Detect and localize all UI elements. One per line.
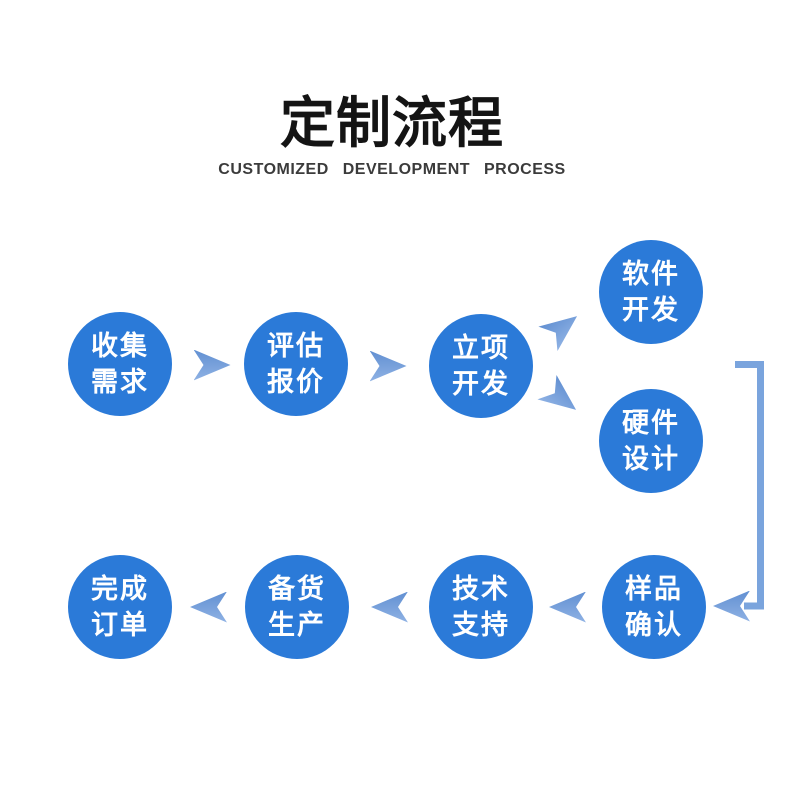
return-connector-line xyxy=(735,361,764,610)
node-sample-confirmation: 样品确认 xyxy=(602,555,706,659)
node-label-line2: 订单 xyxy=(91,610,149,640)
arrow-production-to-complete-icon xyxy=(190,592,227,623)
node-project-development: 立项开发 xyxy=(429,314,533,418)
node-label-line1: 完成 xyxy=(91,574,149,604)
node-collect-requirements: 收集需求 xyxy=(68,312,172,416)
arrow-project-to-hardware-icon xyxy=(537,374,585,421)
node-complete-order: 完成订单 xyxy=(68,555,172,659)
node-label-line1: 收集 xyxy=(91,331,149,361)
node-label-line2: 设计 xyxy=(622,444,680,474)
node-label-line2: 支持 xyxy=(452,610,510,640)
node-evaluate-quotation: 评估报价 xyxy=(244,312,348,416)
arrow-collect-to-evaluate-icon xyxy=(193,349,231,381)
arrow-line-to-sample-icon xyxy=(713,591,750,622)
node-label-line1: 样品 xyxy=(625,574,683,604)
node-label-line2: 确认 xyxy=(625,610,683,640)
page-subtitle: CUSTOMIZED DEVELOPMENT PROCESS xyxy=(218,161,566,179)
arrow-support-to-production-icon xyxy=(371,592,408,623)
node-label-line1: 技术 xyxy=(452,574,510,604)
arrow-evaluate-to-project-icon xyxy=(369,350,407,382)
node-stock-production: 备货生产 xyxy=(245,555,349,659)
node-label-line1: 立项 xyxy=(452,333,510,363)
node-label-line2: 开发 xyxy=(622,295,680,325)
node-label-line1: 备货 xyxy=(268,574,326,604)
node-label-line2: 生产 xyxy=(268,610,326,640)
node-label-line1: 评估 xyxy=(267,331,325,361)
page-title: 定制流程 xyxy=(279,92,504,154)
node-label-line2: 开发 xyxy=(452,369,510,399)
node-label-line1: 软件 xyxy=(622,259,680,289)
node-software-development: 软件开发 xyxy=(599,240,703,344)
header: 定制流程 CUSTOMIZED DEVELOPMENT PROCESS xyxy=(0,92,784,179)
arrow-project-to-software-icon xyxy=(538,303,586,350)
node-label-line2: 需求 xyxy=(91,367,149,397)
node-hardware-design: 硬件设计 xyxy=(599,389,703,493)
node-label-line2: 报价 xyxy=(267,367,325,397)
node-technical-support: 技术支持 xyxy=(429,555,533,659)
arrow-sample-to-support-icon xyxy=(549,592,586,623)
node-label-line1: 硬件 xyxy=(622,408,680,438)
